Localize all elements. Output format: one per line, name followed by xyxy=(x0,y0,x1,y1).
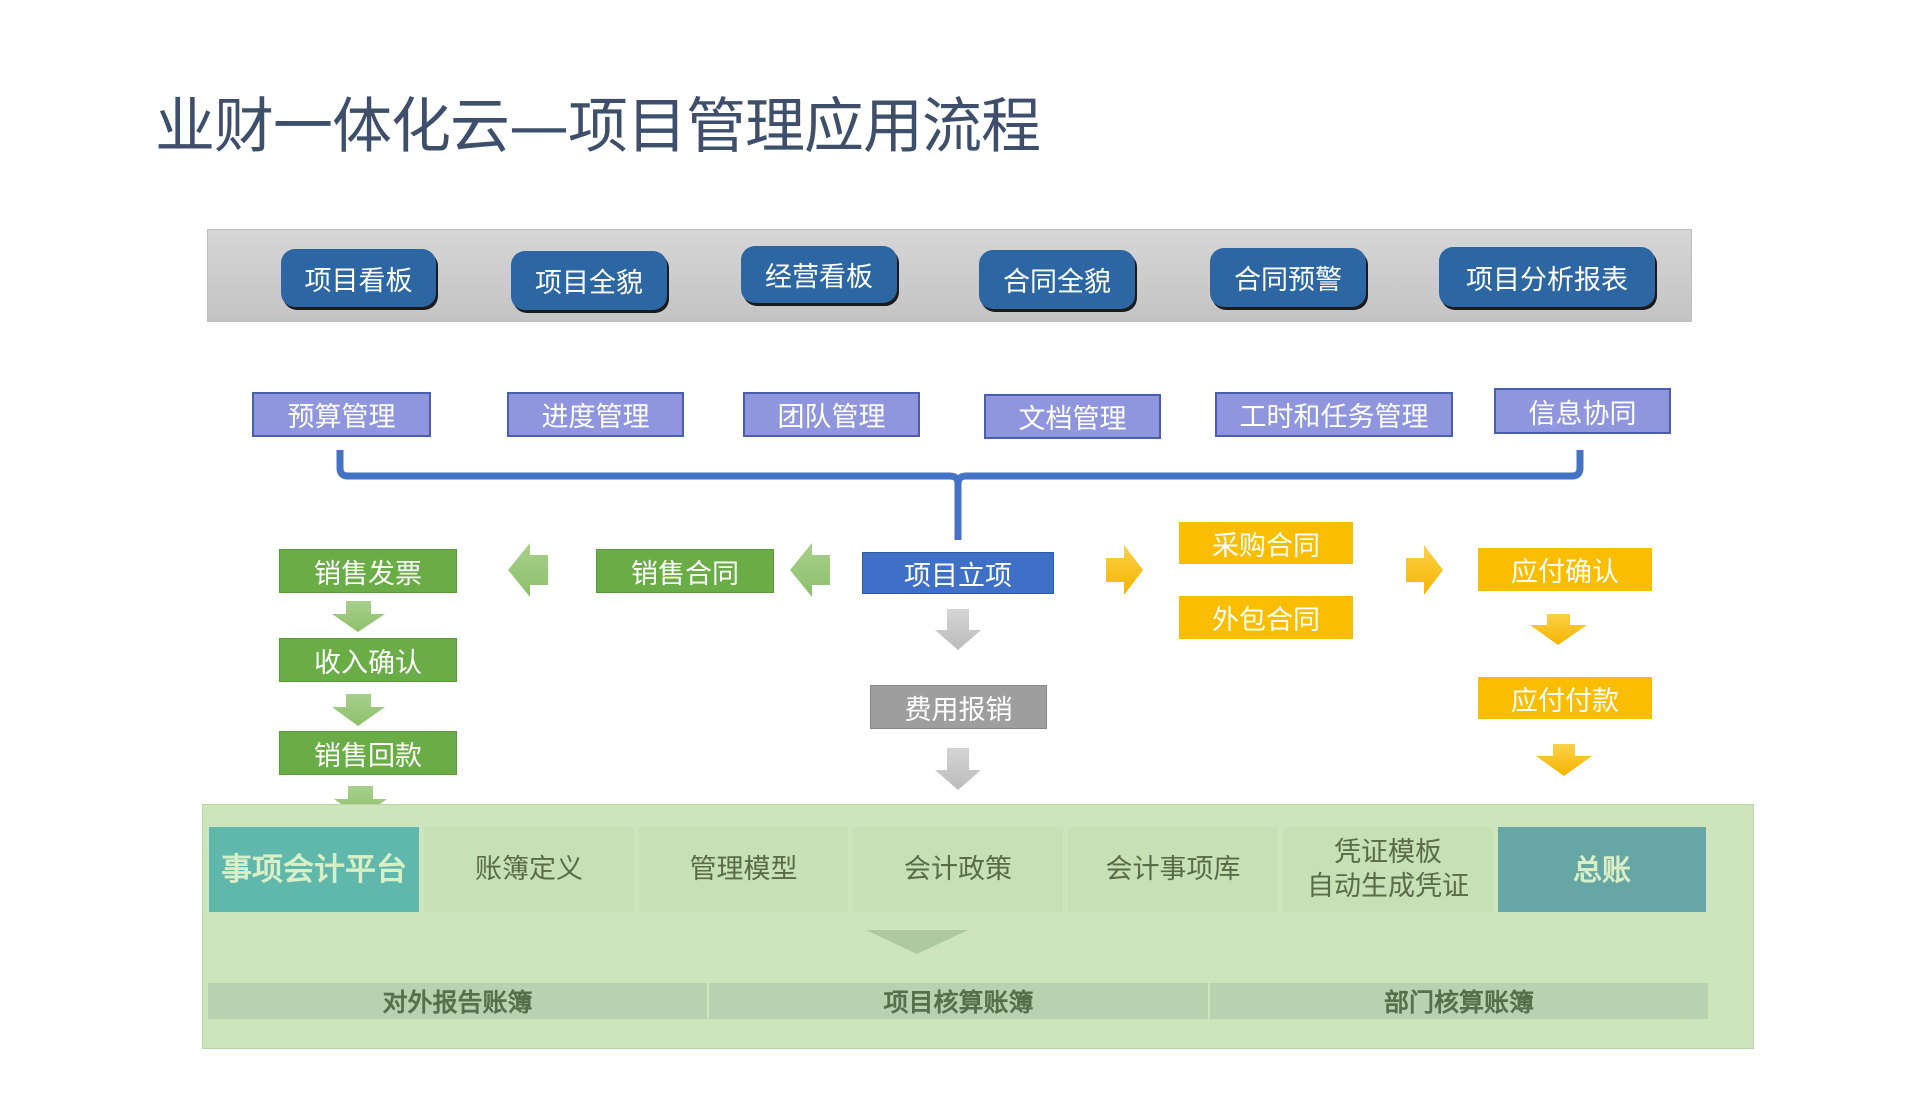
sales-collection-box: 销售回款 xyxy=(279,731,457,775)
arrow-down-icon xyxy=(332,601,385,632)
platform-cell-event-accounting: 事项会计平台 xyxy=(209,827,419,912)
triangle-down-icon xyxy=(866,930,968,954)
project-report-button[interactable]: 项目分析报表 xyxy=(1439,247,1655,307)
contract-overview-button[interactable]: 合同全貌 xyxy=(979,250,1135,309)
module-team: 团队管理 xyxy=(743,392,920,437)
arrow-right-icon xyxy=(1406,545,1443,595)
voucher-template-label: 凭证模板 xyxy=(1334,836,1442,868)
sales-contract-box: 销售合同 xyxy=(596,549,774,593)
module-worktime-task: 工时和任务管理 xyxy=(1215,392,1453,437)
ledger-project-accounting: 项目核算账簿 xyxy=(709,983,1208,1019)
bracket-connector xyxy=(336,450,1584,540)
arrow-left-icon xyxy=(508,543,548,597)
purchase-contract-box: 采购合同 xyxy=(1179,522,1353,564)
revenue-confirm-box: 收入确认 xyxy=(279,638,457,682)
platform-cell-general-ledger: 总账 xyxy=(1498,827,1706,912)
contract-alert-button[interactable]: 合同预警 xyxy=(1210,248,1366,307)
payable-payment-box: 应付付款 xyxy=(1478,677,1652,719)
module-document: 文档管理 xyxy=(984,394,1161,439)
arrow-down-icon xyxy=(332,694,385,726)
expense-reimbursement-box: 费用报销 xyxy=(870,685,1047,729)
arrow-right-icon xyxy=(1106,545,1143,595)
module-budget: 预算管理 xyxy=(252,392,431,437)
platform-cell-voucher-template: 凭证模板 自动生成凭证 xyxy=(1283,827,1493,912)
payable-confirm-box: 应付确认 xyxy=(1478,548,1652,591)
project-initiation-box: 项目立项 xyxy=(862,552,1054,594)
sales-invoice-box: 销售发票 xyxy=(279,549,457,593)
arrow-down-icon xyxy=(935,609,981,650)
arrow-down-icon xyxy=(1536,744,1592,776)
platform-cell-ledger-definition: 账簿定义 xyxy=(424,827,634,912)
operation-board-button[interactable]: 经营看板 xyxy=(741,246,897,303)
platform-cell-accounting-policy: 会计政策 xyxy=(853,827,1063,912)
platform-cell-event-library: 会计事项库 xyxy=(1068,827,1278,912)
page-title: 业财一体化云—项目管理应用流程 xyxy=(155,92,1041,162)
arrow-down-icon xyxy=(935,748,981,790)
module-collaboration: 信息协同 xyxy=(1494,388,1671,434)
arrow-down-icon xyxy=(334,786,387,818)
auto-voucher-label: 自动生成凭证 xyxy=(1307,870,1469,902)
ledger-external-report: 对外报告账簿 xyxy=(208,983,707,1019)
outsource-contract-box: 外包合同 xyxy=(1179,596,1353,639)
module-schedule: 进度管理 xyxy=(507,392,684,437)
ledger-department-accounting: 部门核算账簿 xyxy=(1210,983,1708,1019)
project-overview-button[interactable]: 项目全貌 xyxy=(511,251,667,310)
arrow-down-icon xyxy=(1530,614,1587,645)
project-board-button[interactable]: 项目看板 xyxy=(281,249,436,307)
platform-cell-management-model: 管理模型 xyxy=(639,827,848,912)
arrow-left-icon xyxy=(790,543,830,597)
